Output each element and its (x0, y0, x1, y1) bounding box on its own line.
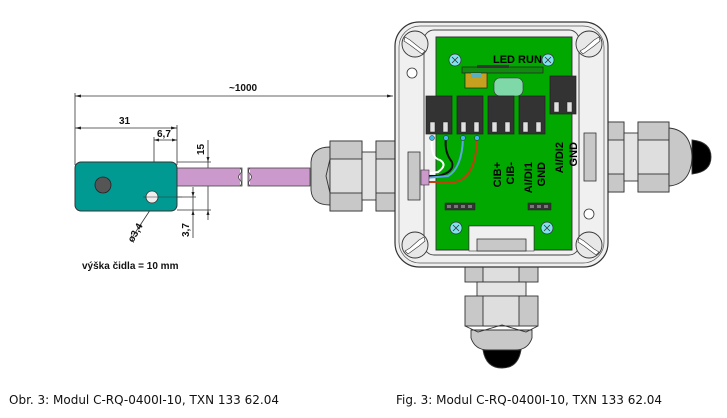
sensor-body (74, 161, 182, 212)
terminal-label-aidi1: AI/DI1 (523, 162, 535, 193)
dimension-arrows (75, 94, 393, 215)
corner-screw-bottom-right (575, 231, 603, 259)
dim-hole-diameter: ø3,4 (126, 221, 146, 244)
terminal-label-gnd-1: GND (536, 162, 548, 187)
dim-hole-offset: 6,7 (157, 129, 171, 140)
wires (424, 137, 478, 183)
led-indicator (461, 65, 544, 97)
corner-screw-top-left (401, 30, 429, 58)
terminal-label-aidi2: AI/DI2 (554, 142, 566, 173)
dim-total-length: ~1000 (229, 83, 258, 94)
pin-header (527, 202, 552, 211)
dim-sensor-width: 15 (196, 143, 207, 155)
dim-hole-edge: 3,7 (181, 223, 192, 237)
pcb-screw-icon (541, 53, 555, 67)
pcb-screw-icon (448, 53, 462, 67)
cable-entry (420, 169, 430, 186)
terminal-label-gnd-2: GND (568, 142, 580, 167)
sensor-height-note: výška čidla = 10 mm (82, 261, 179, 272)
pcb-board: LED RUN (420, 36, 580, 252)
caption-czech: Obr. 3: Modul C-RQ-0400I-10, TXN 133 62.… (9, 393, 279, 407)
pcb-screw-icon (449, 221, 463, 235)
wire-ferrules (429, 135, 480, 141)
terminal-label-cib-plus: CIB+ (492, 162, 504, 187)
left-cable-gland (310, 140, 397, 212)
pin-header (444, 202, 476, 211)
right-cable-gland (607, 121, 712, 193)
cable (175, 167, 311, 187)
terminal-label-cib-minus: CIB- (505, 162, 517, 185)
corner-screw-bottom-left (401, 231, 429, 259)
pcb-screw-icon (540, 221, 554, 235)
caption-english: Fig. 3: Modul C-RQ-0400I-10, TXN 133 62.… (396, 393, 663, 407)
terminal-screws (429, 101, 573, 133)
bottom-cable-gland (464, 264, 539, 369)
led-run-label: LED RUN (493, 54, 542, 66)
corner-screw-top-right (575, 30, 603, 58)
dim-sensor-length: 31 (119, 116, 131, 127)
